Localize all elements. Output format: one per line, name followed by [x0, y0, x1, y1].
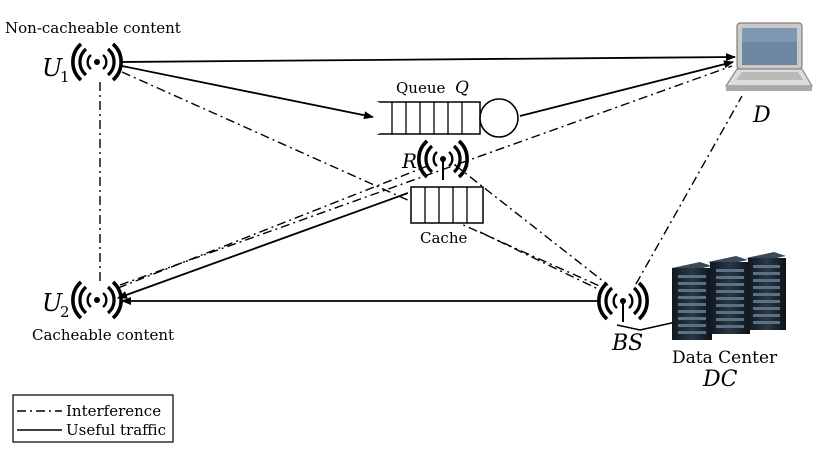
- useful-links: [117, 53, 736, 331]
- cache-label: Cache: [420, 229, 467, 247]
- u1-subscript: 1: [60, 68, 70, 86]
- link-cache-to-u2: [117, 192, 409, 299]
- antenna-u2-icon: [71, 280, 123, 320]
- antenna-u1-icon: [71, 42, 123, 82]
- queue: [377, 98, 519, 138]
- interference-cache-bs: [479, 231, 601, 291]
- interference-r-bs: [454, 164, 609, 286]
- interference-u1-bs: [121, 71, 605, 289]
- link-bs-to-dc: [616, 324, 641, 331]
- u1-label: U: [42, 54, 63, 82]
- laptop-icon: [724, 22, 814, 91]
- server-rack-3: [746, 252, 786, 330]
- cacheable-label: Cacheable content: [32, 326, 174, 344]
- bs-label: BS: [611, 331, 643, 356]
- queue-label: Queue: [396, 79, 445, 97]
- interference-u2-cache-r: [117, 164, 431, 289]
- cache-buffer: [410, 186, 484, 224]
- destination-label: D: [752, 103, 771, 128]
- data-center-label: Data Center: [672, 348, 778, 368]
- legend-useful-label: Useful traffic: [66, 421, 166, 439]
- queue-variable: Q: [455, 78, 469, 98]
- server-rack-2: [708, 256, 750, 334]
- link-u1-to-queue: [121, 65, 374, 120]
- server-rack-icon: [672, 252, 786, 340]
- interference-bs-d: [635, 95, 743, 285]
- u2-subscript: 2: [60, 303, 70, 321]
- legend-interference-label: Interference: [66, 402, 161, 420]
- dc-label: DC: [702, 367, 738, 392]
- u2-label: U: [42, 289, 63, 317]
- link-u1-to-d: [119, 53, 736, 63]
- queue-server: [479, 98, 519, 138]
- link-queue-to-d: [519, 60, 734, 117]
- relay-label: R: [401, 149, 417, 173]
- legend: Interference Useful traffic: [12, 394, 174, 443]
- interference-links: [99, 65, 743, 291]
- non-cacheable-label: Non-cacheable content: [5, 19, 181, 37]
- server-rack-1: [672, 262, 712, 340]
- link-bs-to-dc-2: [639, 321, 677, 331]
